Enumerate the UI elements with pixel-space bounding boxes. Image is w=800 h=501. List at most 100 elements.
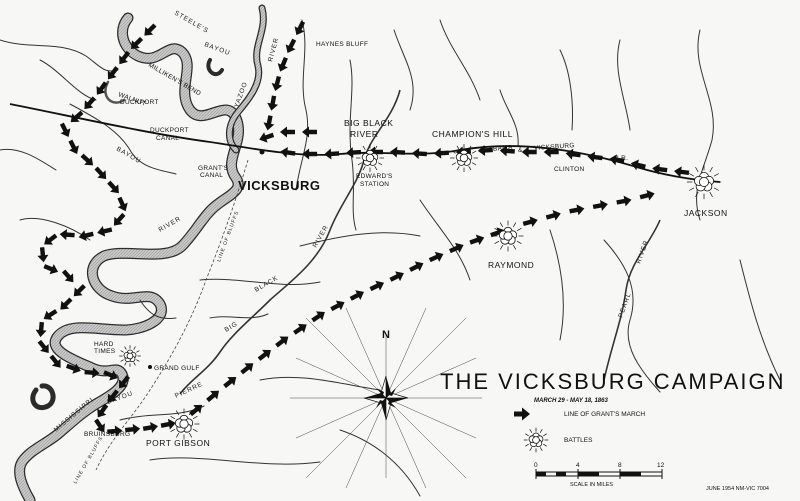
big-black-label-2: RIVER: [350, 129, 378, 139]
pearl-river: [603, 219, 661, 381]
march-arrow: [369, 280, 385, 292]
battle-champions-hill: [450, 144, 478, 172]
scale-tick-8: 8: [618, 462, 622, 469]
legend-battles-label: BATTLES: [564, 437, 593, 444]
march-arrow: [49, 354, 61, 368]
march-arrow: [330, 300, 345, 312]
battle-sites: [119, 144, 722, 440]
march-arrow: [522, 216, 538, 228]
mississippi-river: [14, 4, 267, 501]
hard-label-2: TIMES: [94, 348, 116, 355]
march-arrow: [616, 195, 632, 207]
duckport-canal-label-2: CANAL: [156, 135, 179, 142]
march-arrow: [545, 210, 561, 221]
march-arrow: [223, 376, 237, 389]
compass-rose: N: [290, 307, 482, 489]
legend-march-label: LINE OF GRANT'S MARCH: [564, 411, 645, 418]
bluff-lines: [95, 159, 249, 471]
march-arrow: [44, 233, 58, 245]
march-arrow: [294, 20, 306, 36]
march-arrow: [389, 271, 404, 282]
north-letter: N: [382, 329, 390, 341]
march-arrow: [285, 38, 297, 54]
alabama-label: ALABAMA: [480, 144, 514, 154]
march-arrow: [521, 146, 537, 158]
march-arrow: [499, 145, 515, 157]
vicksburg-label: VICKSBURG: [238, 178, 321, 193]
duckport-label: DUCKPORT: [120, 99, 159, 106]
march-arrow: [267, 95, 279, 111]
march-route: [35, 20, 690, 437]
march-arrow: [37, 247, 49, 263]
march-arrow: [433, 147, 450, 159]
march-arrow: [569, 204, 585, 216]
march-arrow: [543, 146, 559, 158]
march-arrow: [409, 261, 424, 272]
big-black-label-1: BIG BLACK: [344, 118, 393, 128]
ampersand-label: &: [518, 147, 523, 154]
march-arrow: [257, 349, 271, 361]
march-arrow: [96, 81, 108, 95]
port-gibson-label: PORT GIBSON: [146, 438, 210, 448]
raymond-label: RAYMOND: [488, 260, 534, 270]
march-arrow: [97, 403, 109, 418]
grants-canal-label-1: GRANT'S: [198, 165, 229, 172]
champions-hill-label: CHAMPION'S HILL: [432, 129, 513, 139]
scale-tick-12: 12: [657, 462, 665, 469]
legend: LINE OF GRANT'S MARCH BATTLES: [514, 407, 645, 453]
march-arrow: [587, 151, 603, 163]
map-title: THE VICKSBURG CAMPAIGN: [440, 369, 786, 394]
grants-canal-label-2: CANAL: [200, 172, 223, 179]
march-arrow: [142, 422, 158, 433]
march-arrow: [592, 200, 608, 211]
march-arrow: [271, 75, 283, 92]
railroad: [9, 103, 721, 183]
march-arrow: [80, 153, 94, 166]
march-arrow: [70, 110, 84, 123]
march-arrow: [160, 418, 176, 430]
march-arrow: [609, 154, 625, 166]
battle-jackson: [686, 164, 722, 200]
march-arrow: [119, 375, 131, 389]
march-arrow: [43, 309, 58, 320]
legend-battle-icon: [523, 427, 549, 453]
bruinsburg-label: BRUINSBURG: [84, 431, 130, 438]
scale-bar: 0 4 8 12 SCALE IN MILES: [534, 462, 665, 488]
hard-label-1: HARD: [94, 341, 114, 348]
march-arrow: [240, 363, 254, 375]
edwards-label-2: STATION: [360, 181, 389, 188]
edwards-label-1: EDWARD'S: [356, 173, 393, 180]
march-arrow: [275, 336, 289, 348]
march-arrow: [565, 148, 581, 160]
scale-tick-4: 4: [576, 462, 580, 469]
march-arrow: [411, 148, 428, 160]
big-black-river: [179, 89, 401, 395]
march-arrow: [78, 230, 94, 241]
march-arrow: [449, 242, 464, 254]
march-arrow: [311, 311, 325, 323]
march-arrow: [84, 96, 96, 110]
march-arrow: [125, 423, 141, 435]
march-arrow: [390, 146, 406, 158]
march-arrow: [117, 196, 128, 212]
march-arrow: [84, 367, 100, 379]
march-arrow: [277, 56, 288, 72]
march-arrow: [428, 251, 444, 263]
march-arrow: [280, 126, 295, 138]
march-arrow: [469, 234, 485, 246]
march-arrow: [94, 418, 105, 433]
march-arrow: [107, 66, 119, 80]
grand-gulf-dot: [148, 365, 152, 369]
march-arrow: [103, 370, 118, 381]
march-arrow: [94, 166, 107, 180]
march-arrow: [60, 297, 73, 310]
march-arrow: [97, 225, 113, 237]
haynes-bluff-label: HAYNES BLUFF: [316, 41, 368, 48]
march-arrow: [639, 189, 655, 201]
march-arrow: [189, 404, 203, 417]
march-arrow: [302, 126, 317, 138]
rr-label: R.R.: [614, 155, 628, 162]
march-arrow: [130, 36, 144, 50]
scale-tick-0: 0: [534, 462, 538, 469]
